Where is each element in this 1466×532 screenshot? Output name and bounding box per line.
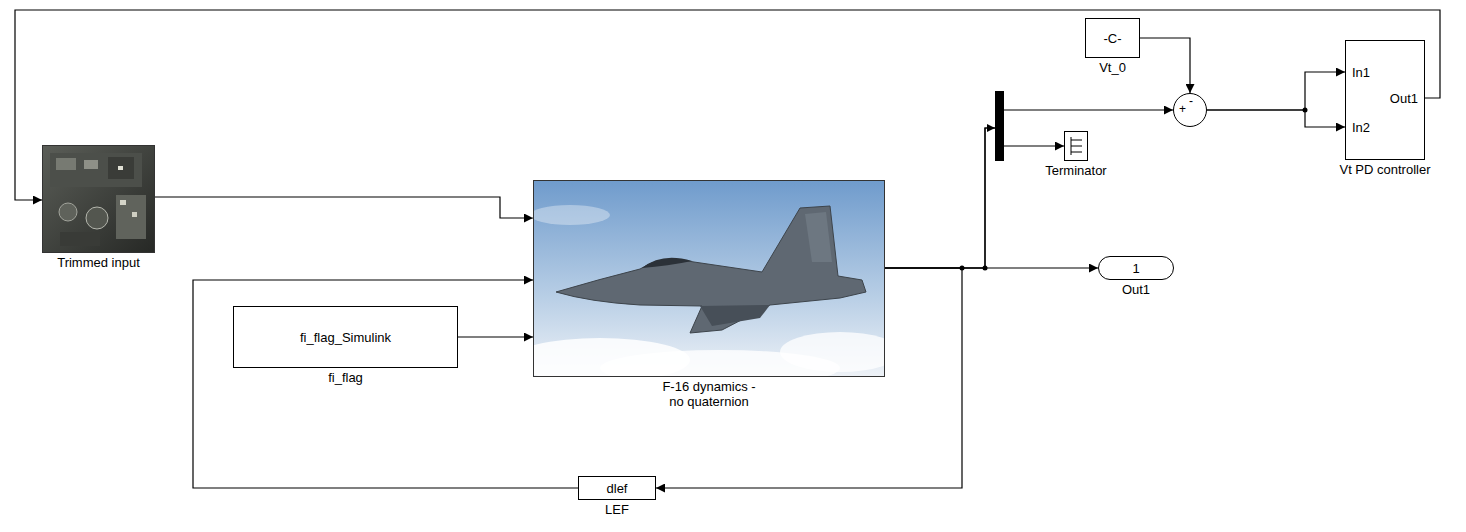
workspace-block: fi_flag_Simulinkfi_flag <box>233 306 458 368</box>
dynamics-block: F-16 dynamics - no quaternion <box>533 180 885 377</box>
branch-dot <box>1303 108 1308 113</box>
jet-wing <box>700 305 770 326</box>
symbol-line <box>1071 140 1082 141</box>
port-label: In2 <box>1352 120 1370 135</box>
sign-label: - <box>1189 94 1193 108</box>
block-text: fi_flag_Simulink <box>300 330 391 345</box>
signal-line <box>1207 110 1345 127</box>
panel-part <box>116 195 146 239</box>
signal-line <box>885 128 1064 268</box>
block-label: LEF <box>605 502 629 517</box>
cloud <box>780 332 900 372</box>
gauge <box>86 207 108 229</box>
mux-bar <box>995 91 1004 161</box>
jet-picture <box>510 180 900 386</box>
jet-fin <box>805 212 832 262</box>
panel-light <box>120 200 126 205</box>
block-text: 1 <box>1132 261 1139 276</box>
terminator-symbol <box>1071 137 1082 155</box>
sign-label: + <box>1179 102 1186 116</box>
block-text: -C- <box>1103 31 1121 46</box>
jet-canopy <box>642 258 692 268</box>
terminator-block: Terminator <box>1064 131 1088 161</box>
port-label: Out1 <box>1390 91 1418 106</box>
cloud <box>530 205 610 225</box>
panel-part <box>84 160 98 169</box>
block-text: dlef <box>607 481 628 496</box>
panel-part <box>60 232 100 246</box>
signal-line <box>885 110 1173 268</box>
signal-line <box>15 10 1440 200</box>
constant-block: -C-Vt_0 <box>1085 18 1140 58</box>
outport-block: 1Out1 <box>1098 256 1174 280</box>
panel-part <box>56 158 76 170</box>
arrow-head <box>987 124 995 132</box>
symbol-line <box>1071 146 1082 147</box>
branch-dot <box>960 266 965 271</box>
sum-block: +- <box>1173 93 1207 127</box>
cockpit-picture <box>42 145 155 253</box>
gauge <box>59 203 77 221</box>
goto-tag-block: dlefLEF <box>578 476 656 500</box>
signal-line <box>458 336 533 337</box>
subsystem-block: In1In2Out1Vt PD controller <box>1345 40 1425 160</box>
block-label: Vt_0 <box>1099 60 1126 75</box>
signal-line <box>1207 72 1345 110</box>
port-label: In1 <box>1352 65 1370 80</box>
symbol-line <box>1071 152 1082 153</box>
block-label: fi_flag <box>328 370 363 385</box>
signal-line <box>155 197 533 218</box>
input-block: Trimmed input <box>42 145 155 253</box>
panel-light <box>118 166 123 170</box>
branch-dot <box>983 266 988 271</box>
picture-ground <box>42 145 155 253</box>
block-label: Terminator <box>1045 163 1106 178</box>
block-label: Trimmed input <box>57 255 140 270</box>
panel-part <box>50 153 142 187</box>
block-label: F-16 dynamics - no quaternion <box>657 379 761 409</box>
sum-circle <box>1174 94 1207 127</box>
block-label: Out1 <box>1122 282 1150 297</box>
signal-line <box>1140 38 1190 93</box>
block-label: Vt PD controller <box>1339 162 1430 177</box>
panel-light <box>132 212 137 217</box>
panel-part <box>108 157 134 179</box>
signal-line <box>193 280 578 488</box>
jet-silhouette <box>556 206 866 333</box>
